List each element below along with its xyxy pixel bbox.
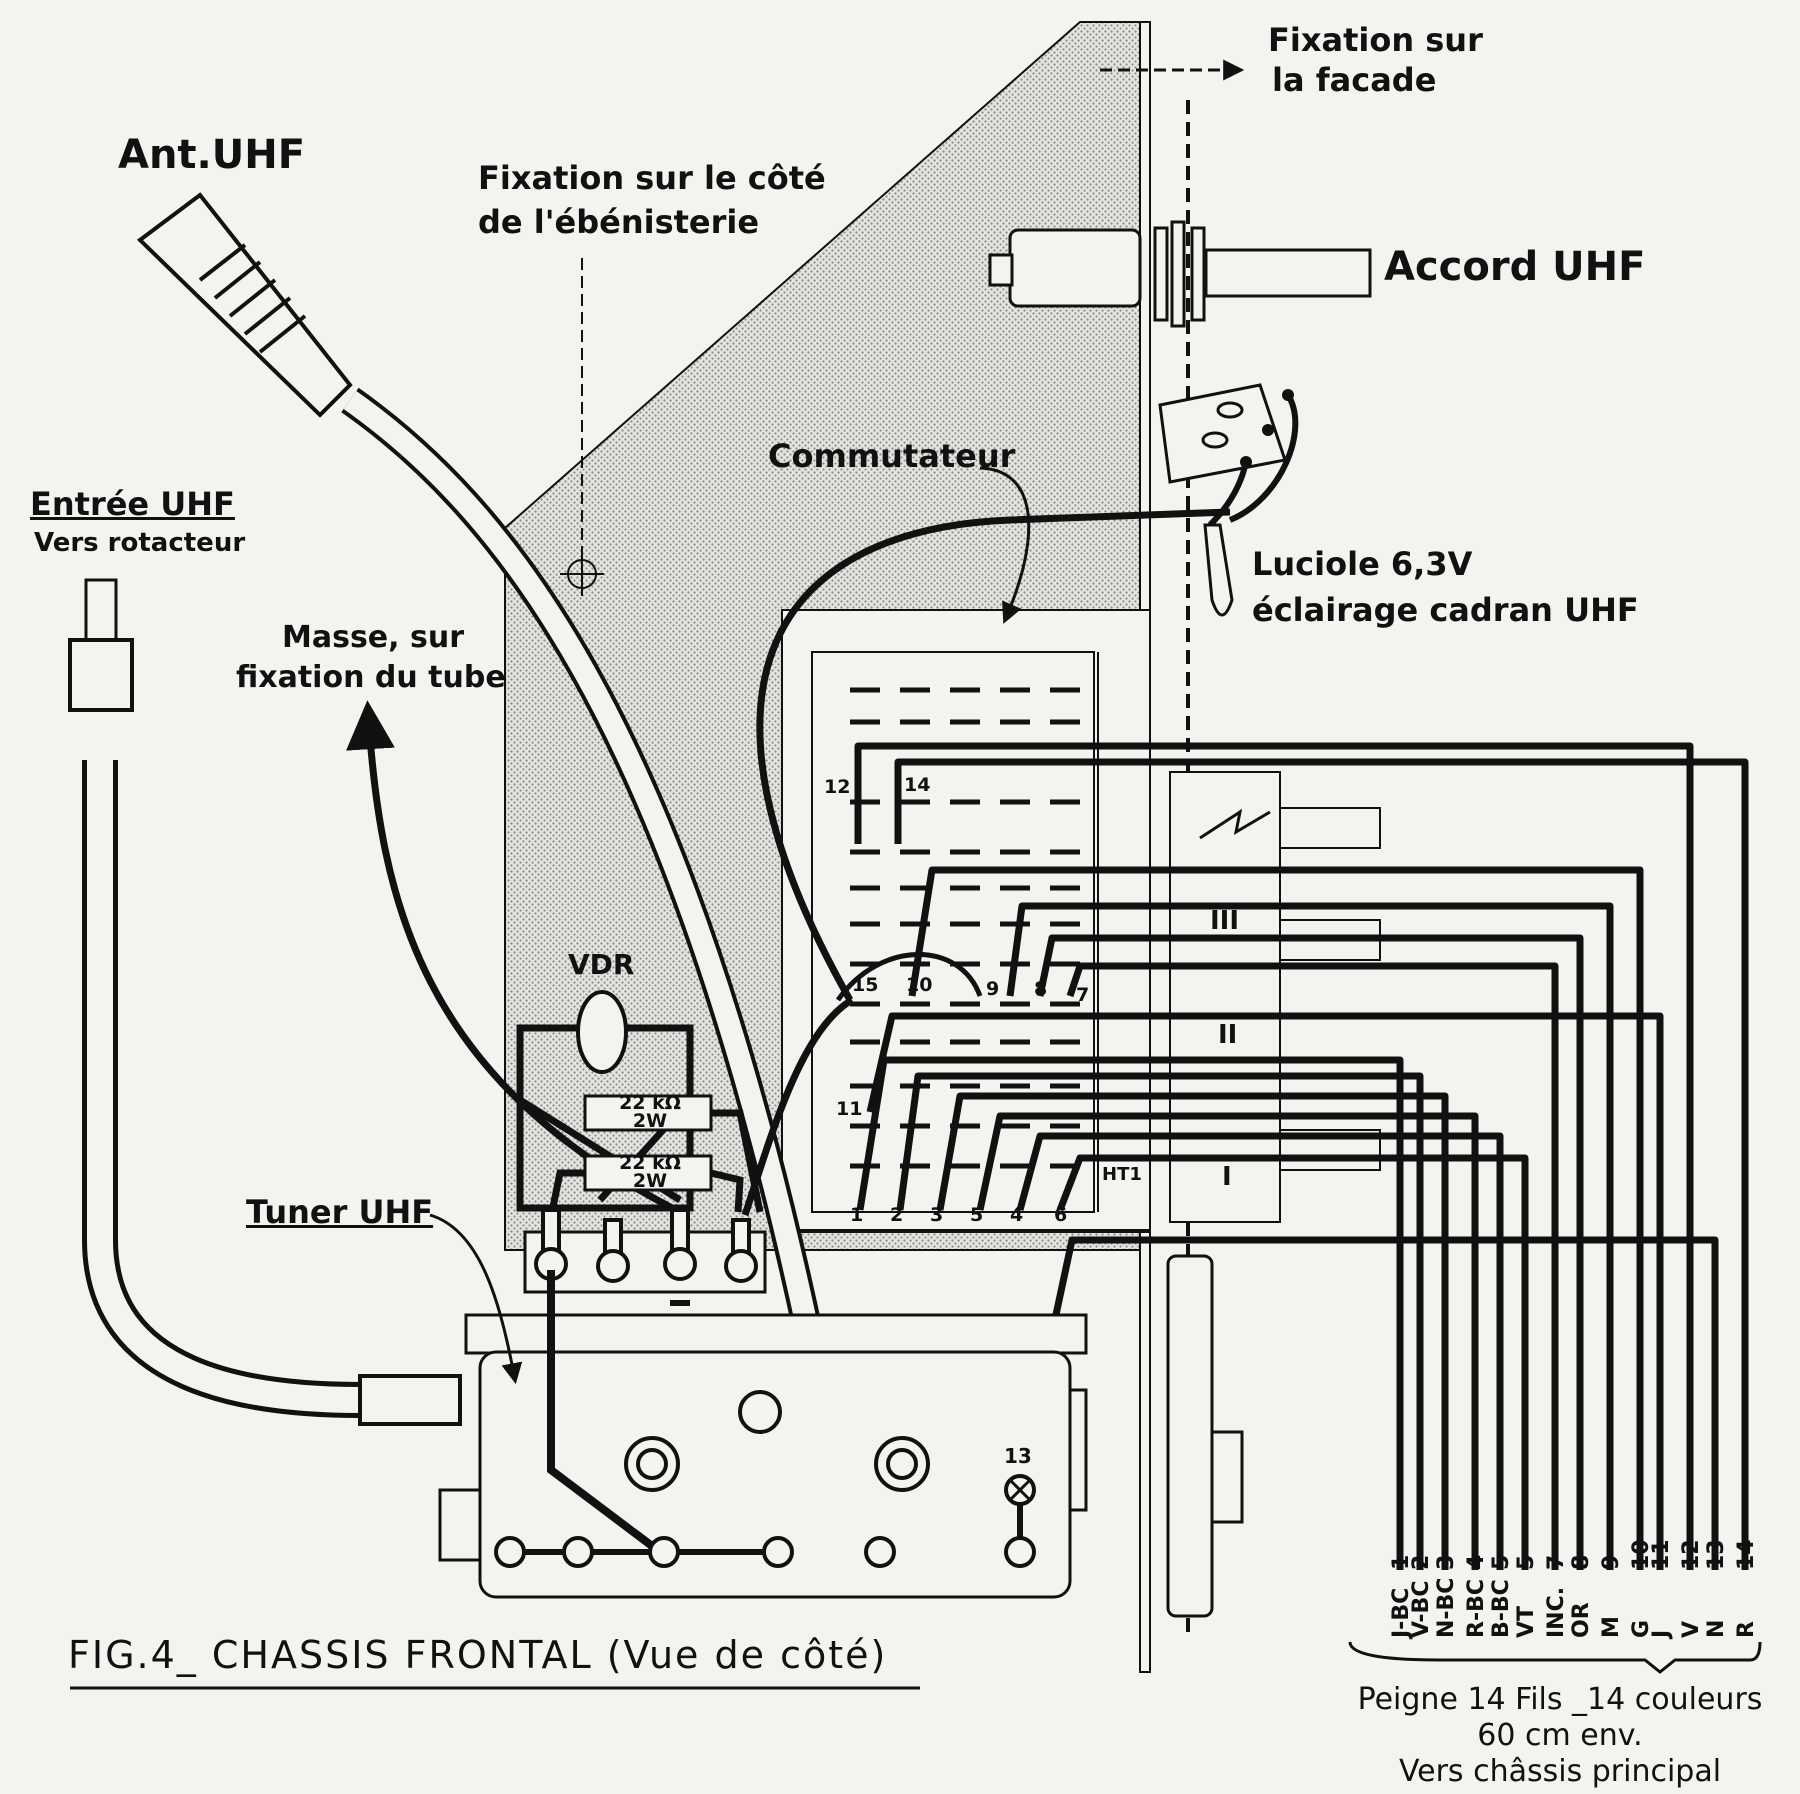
cable-color-code: INC. — [1544, 1586, 1569, 1638]
entree-uhf-label: Entrée UHF — [30, 485, 235, 523]
luciole-lamp — [1158, 383, 1299, 617]
luciole-label-2: éclairage cadran UHF — [1252, 591, 1639, 629]
ant-uhf-label: Ant.UHF — [118, 132, 306, 178]
switch-pin: 4 — [1010, 1204, 1024, 1226]
comb-wires — [854, 742, 1749, 1570]
vers-rotacteur-label: Vers rotacteur — [34, 528, 246, 558]
cable-number: 11 — [1649, 1539, 1674, 1570]
cable-color-code: N — [1704, 1619, 1729, 1638]
accord-uhf-shaft — [988, 220, 1372, 328]
masse-wire — [346, 700, 682, 1216]
tuner-uhf-label: Tuner UHF — [246, 1193, 434, 1231]
fixation-cote-label: Fixation sur le côté — [478, 159, 826, 197]
switch-section-2: II — [1218, 1020, 1238, 1050]
switch-section-3: III — [1210, 906, 1240, 936]
switch-pin: 5 — [970, 1204, 984, 1226]
switch-pin: 9 — [986, 978, 1000, 1000]
cable-number: 4 — [1464, 1554, 1489, 1570]
vdr-label: VDR — [568, 948, 635, 981]
luciole-label: Luciole 6,3V — [1252, 545, 1473, 583]
antenna-cable — [136, 192, 864, 1482]
cable-number: 2 — [1409, 1554, 1434, 1570]
masse-label-2: fixation du tube — [236, 660, 506, 695]
terminal-strip — [523, 1208, 767, 1294]
cable-color-code: M — [1599, 1616, 1624, 1638]
fixation-cote-label-2: de l'ébénisterie — [478, 203, 760, 241]
switch-pin: 6 — [1054, 1204, 1068, 1226]
switch-pin: 8 — [1034, 978, 1048, 1000]
resistor-1-power: 2W — [632, 1110, 668, 1132]
cable-color-code: N-BC — [1434, 1577, 1459, 1638]
switch-pin: 3 — [930, 1204, 944, 1226]
cable-number: 8 — [1569, 1554, 1594, 1570]
cable-color-code: B-BC — [1489, 1579, 1514, 1638]
fixation-facade-label-2: la facade — [1272, 61, 1437, 99]
resistor-2-power: 2W — [632, 1170, 668, 1192]
fixation-facade-label: Fixation sur — [1268, 21, 1483, 59]
entree-cable — [68, 578, 462, 1426]
cable-number: 5 — [1489, 1554, 1514, 1570]
switch-pin: 11 — [836, 1098, 863, 1120]
peigne-destination: Vers châssis principal — [1398, 1754, 1722, 1789]
cable-number: 13 — [1704, 1539, 1729, 1570]
vdr-resistor-block — [516, 990, 854, 1217]
ht1-label: HT1 — [1102, 1164, 1142, 1185]
resistor-1-value: 22 kΩ — [619, 1092, 681, 1114]
switch-pin: 7 — [1076, 984, 1090, 1006]
accord-uhf-label: Accord UHF — [1384, 244, 1646, 290]
commutateur-label: Commutateur — [768, 437, 1016, 475]
cable-color-code: V — [1679, 1620, 1704, 1638]
cable-number: 9 — [1599, 1554, 1624, 1570]
switch-pin: 10 — [906, 974, 933, 996]
figure-title: FIG.4_ CHASSIS FRONTAL (Vue de côté) — [68, 1633, 888, 1677]
cable-number: 14 — [1734, 1539, 1759, 1570]
switch-section-1: I — [1222, 1162, 1232, 1192]
cable-color-code: R-BC — [1464, 1579, 1489, 1638]
switch-pin: 14 — [904, 774, 931, 796]
switch-pin: 15 — [852, 974, 879, 996]
peigne-label: Peigne 14 Fils _14 couleurs — [1357, 1682, 1763, 1717]
switch-pin: 1 — [850, 1204, 864, 1226]
cable-color-code: R — [1734, 1621, 1759, 1638]
cable-number: 7 — [1544, 1554, 1569, 1570]
cable-number: 12 — [1679, 1539, 1704, 1570]
switch-pin: 12 — [824, 776, 851, 798]
resistor-2-value: 22 kΩ — [619, 1152, 681, 1174]
cable-number: 3 — [1434, 1554, 1459, 1570]
switch-pin: 2 — [890, 1204, 904, 1226]
cable-color-code: J — [1649, 1629, 1674, 1638]
cable-number: 5 — [1514, 1554, 1539, 1570]
cable-color-code: VT — [1514, 1605, 1539, 1638]
cable-color-code: V-BC — [1409, 1580, 1434, 1638]
dial-drum — [1166, 1254, 1244, 1618]
peigne-length: 60 cm env. — [1477, 1718, 1643, 1753]
pin-13-label: 13 — [1004, 1444, 1032, 1468]
cable-color-code: OR — [1569, 1602, 1594, 1638]
masse-label: Masse, sur — [282, 620, 465, 655]
tuner-uhf — [438, 1270, 1088, 1599]
